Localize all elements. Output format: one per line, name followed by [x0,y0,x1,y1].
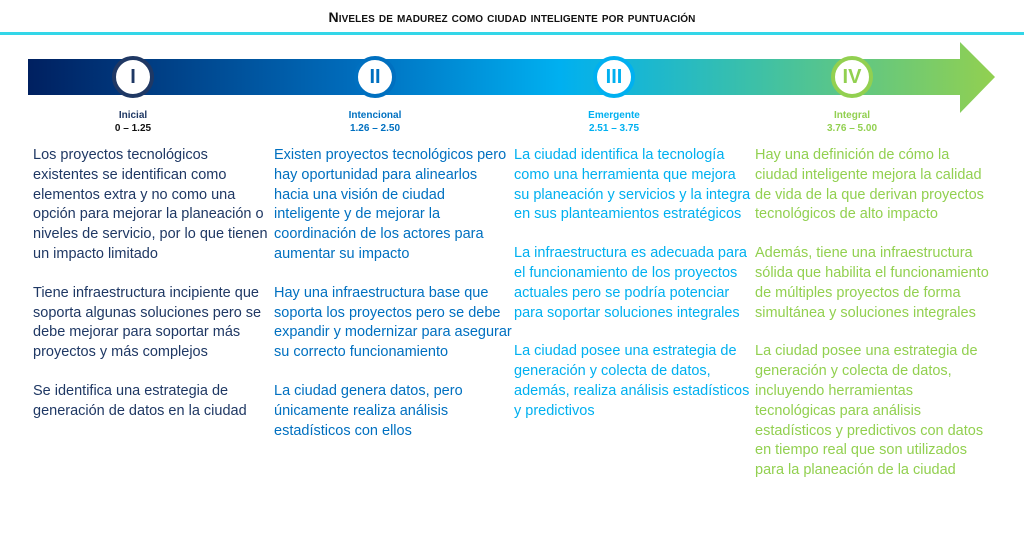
description-paragraph: La ciudad genera datos, pero únicamente … [274,382,463,439]
description-paragraph: Tiene infraestructura incipiente que sop… [33,284,262,361]
level-range: 1.26 – 2.50 [349,123,401,134]
maturity-arrow [28,42,995,113]
level-3-badge: III [593,56,635,98]
level-name: Emergente [588,110,640,121]
description-paragraph: Se identifica una estrategia de generaci… [33,382,247,419]
level-2-badge: II [354,56,396,98]
level-4-badge: IV [831,56,873,98]
level-1-description: Los proyectos tecnológicos existentes se… [33,146,271,441]
description-paragraph: Existen proyectos tecnológicos pero hay … [274,147,507,262]
level-range: 3.76 – 5.00 [826,123,878,134]
level-name: Integral [833,110,871,121]
level-4-description: Hay una definición de cómo la ciudad int… [755,146,993,500]
page-title: Niveles de madurez como ciudad inteligen… [328,9,696,25]
level-3-description: La ciudad identifica la tecnología como … [514,146,752,441]
description-paragraph: La ciudad posee una estrategia de genera… [514,343,750,419]
title-divider [0,32,1024,35]
level-range: 2.51 – 3.75 [588,123,640,134]
level-name: Inicial [118,110,148,121]
description-paragraph: Los proyectos tecnológicos existentes se… [33,147,268,262]
level-1-badge: I [112,56,154,98]
level-2-description: Existen proyectos tecnológicos pero hay … [274,146,512,460]
description-paragraph: Además, tiene una infraestructura sólida… [755,245,989,321]
level-4-label: Integral 3.76 – 5.00 [782,109,922,135]
description-paragraph: Hay una infraestructura base que soporta… [274,284,512,361]
level-range: 0 – 1.25 [114,123,152,134]
description-paragraph: La ciudad posee una estrategia de genera… [755,343,984,479]
level-3-label: Emergente 2.51 – 3.75 [544,109,684,135]
description-paragraph: Hay una definición de cómo la ciudad int… [755,147,984,223]
level-name: Intencional [348,110,402,121]
level-2-label: Intencional 1.26 – 2.50 [305,109,445,135]
level-1-label: Inicial 0 – 1.25 [63,109,203,135]
description-paragraph: La ciudad identifica la tecnología como … [514,147,751,223]
description-paragraph: La infraestructura es adecuada para el f… [514,245,747,321]
